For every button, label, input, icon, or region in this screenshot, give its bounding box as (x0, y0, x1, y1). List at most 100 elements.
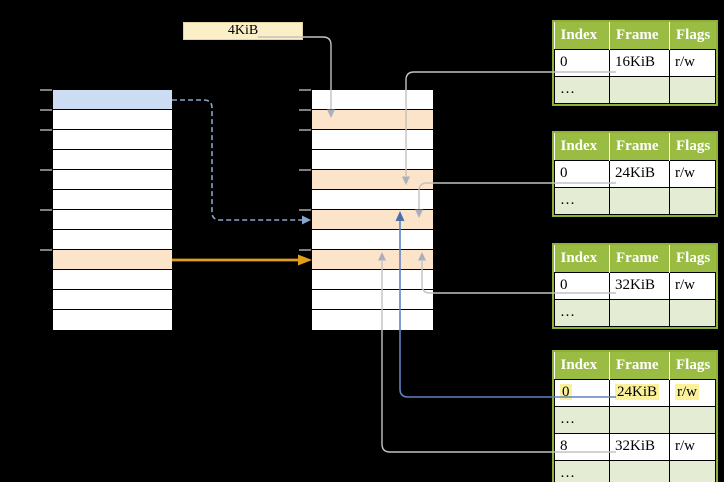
tick-mark (299, 109, 311, 111)
tick-mark (299, 169, 311, 171)
table-cell (609, 186, 670, 215)
memory-cell (312, 310, 433, 330)
arrowhead-right-icon (302, 215, 311, 225)
table-cell: r/w (669, 378, 716, 407)
table-cell: … (554, 298, 610, 327)
table-cell: … (554, 459, 610, 482)
connector-dashed-lookup (172, 99, 302, 221)
table-header-cell: Frame (609, 22, 670, 49)
highlighted-value: 0 (560, 384, 572, 400)
table-row: 0 24KiB r/w (554, 378, 716, 407)
table-row: … (554, 186, 716, 215)
memory-cell (312, 230, 433, 250)
highlighted-value: r/w (675, 384, 699, 400)
memory-cell (312, 170, 433, 190)
table-row: … (554, 298, 716, 327)
page-size-label: 4KiB (183, 22, 303, 40)
table-cell (609, 459, 670, 482)
table-cell: 24KiB (609, 378, 670, 407)
table-cell (609, 75, 670, 104)
table-cell: … (554, 405, 610, 434)
tick-mark (40, 89, 52, 91)
table-row: … (554, 459, 716, 482)
table-cell: 24KiB (609, 159, 670, 188)
memory-cell (53, 310, 172, 330)
table-cell: … (554, 75, 610, 104)
memory-cell (312, 110, 433, 130)
memory-cell (312, 90, 433, 110)
table-cell: 32KiB (609, 271, 670, 300)
table-cell: 0 (554, 378, 610, 407)
memory-cell (312, 290, 433, 310)
left-memory-column (52, 89, 173, 331)
table-cell: 0 (554, 159, 610, 188)
memory-cell (312, 210, 433, 230)
tick-mark (299, 209, 311, 211)
table-cell: r/w (669, 48, 716, 77)
table-row: … (554, 75, 716, 104)
table-header-cell: Index (554, 133, 610, 160)
tick-mark (40, 169, 52, 171)
memory-cell (53, 190, 172, 210)
table-cell (669, 186, 716, 215)
memory-cell (53, 110, 172, 130)
memory-cell (312, 250, 433, 270)
tick-mark (40, 109, 52, 111)
table-cell: 0 (554, 48, 610, 77)
memory-cell (53, 290, 172, 310)
tick-mark (40, 249, 52, 251)
table-header-cell: Frame (609, 245, 670, 272)
memory-cell (53, 130, 172, 150)
memory-cell (53, 210, 172, 230)
table-cell (609, 405, 670, 434)
table-header-cell: Frame (609, 133, 670, 160)
arrowhead-right-icon (298, 254, 312, 266)
table-cell (669, 459, 716, 482)
table-cell: r/w (669, 159, 716, 188)
table-header-cell: Flags (669, 352, 716, 379)
table-cell: r/w (669, 432, 716, 461)
table-header-cell: Index (554, 352, 610, 379)
tick-mark (299, 129, 311, 131)
table-cell: r/w (669, 271, 716, 300)
table-cell: 0 (554, 271, 610, 300)
table-cell (609, 298, 670, 327)
table-cell (669, 75, 716, 104)
right-memory-column (311, 89, 434, 331)
table-header-cell: Index (554, 245, 610, 272)
tick-mark (299, 249, 311, 251)
page-size-text: 4KiB (227, 23, 259, 38)
highlighted-value: 24KiB (615, 384, 660, 400)
memory-cell (53, 150, 172, 170)
table-row: … (554, 405, 716, 434)
memory-cell (53, 250, 172, 270)
table-header-cell: Index (554, 22, 610, 49)
table-cell (669, 405, 716, 434)
memory-cell (312, 190, 433, 210)
table-header-cell: Flags (669, 133, 716, 160)
table-header-cell: Flags (669, 22, 716, 49)
memory-cell (53, 90, 172, 110)
memory-cell (53, 270, 172, 290)
table-header-cell: Frame (609, 352, 670, 379)
table-cell (669, 298, 716, 327)
tick-mark (40, 209, 52, 211)
tick-mark (40, 129, 52, 131)
memory-cell (53, 170, 172, 190)
memory-cell (312, 150, 433, 170)
table-cell: 32KiB (609, 432, 670, 461)
tick-mark (299, 89, 311, 91)
table-cell: 8 (554, 432, 610, 461)
memory-cell (312, 270, 433, 290)
memory-cell (53, 230, 172, 250)
table-cell: 16KiB (609, 48, 670, 77)
